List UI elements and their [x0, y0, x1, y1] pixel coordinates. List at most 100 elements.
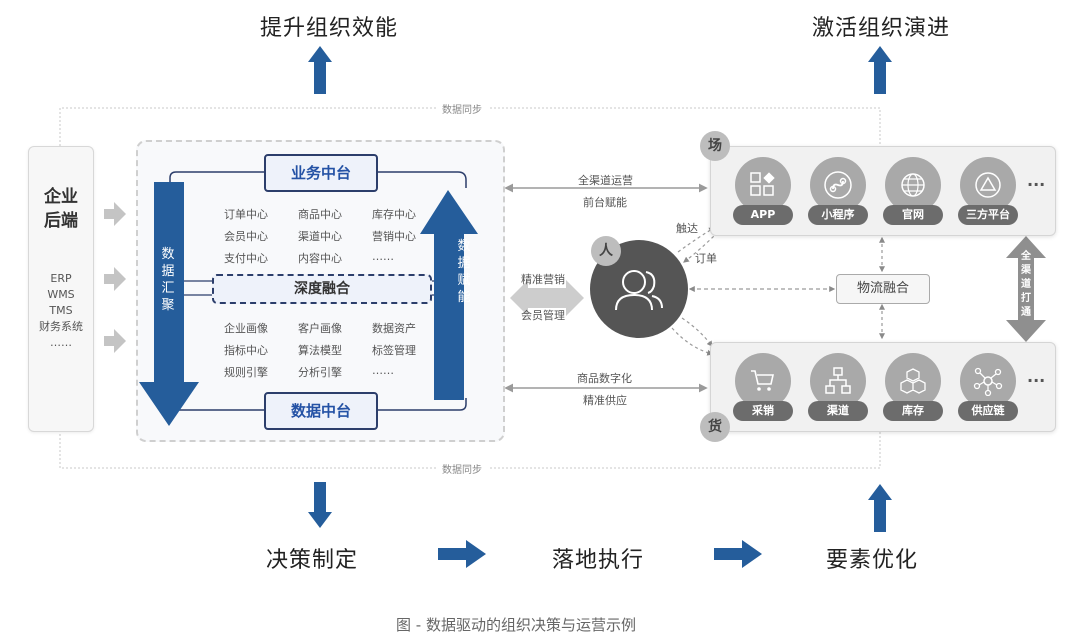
label-front-empower: 前台赋能 [583, 196, 627, 209]
data-item: 分析引擎 [298, 366, 342, 379]
char: 据 [457, 256, 471, 271]
business-hub-title: 业务中台 [264, 154, 378, 192]
label-precise-supply: 精准供应 [583, 394, 627, 407]
label-omni-channel-ops: 全渠道运营 [578, 174, 633, 187]
enterprise-backend-panel: 企业 后端 ERP WMS TMS 财务系统 …… [28, 146, 94, 432]
business-hub-items: 订单中心 商品中心 库存中心 会员中心 渠道中心 营销中心 支付中心 内容中心 … [224, 206, 446, 266]
arrow-down-decision [308, 482, 332, 528]
marketing-double-arrow [510, 280, 584, 316]
backend-title: 企业 后端 [29, 185, 93, 233]
data-aggregation-label: 数 据 汇 聚 [160, 246, 176, 314]
goods-badge: 货 [700, 412, 730, 442]
system-item: TMS [49, 304, 73, 317]
business-item: …… [372, 250, 394, 263]
char: 打 [1021, 293, 1031, 304]
curve-goods-1 [681, 317, 713, 347]
char: 据 [161, 264, 175, 279]
cart-icon [735, 353, 791, 409]
goods-panel: 采销 渠道 库存 供应链 ··· [710, 342, 1056, 432]
business-item: 渠道中心 [298, 230, 342, 243]
goods-label: 库存 [883, 401, 943, 421]
arrow-up-right [868, 46, 892, 94]
network-icon [960, 353, 1016, 409]
backend-arrow-2 [104, 267, 126, 291]
channel-third-party[interactable]: 三方平台 [958, 157, 1018, 229]
sync-label-top: 数据同步 [436, 101, 488, 116]
channel-supply-chain[interactable]: 供应链 [958, 353, 1018, 425]
business-item: 营销中心 [372, 230, 416, 243]
app-grid-icon [735, 157, 791, 213]
channel-inventory[interactable]: 库存 [883, 353, 943, 425]
curve-goods-2 [671, 327, 714, 356]
backend-systems: ERP WMS TMS 财务系统 …… [29, 271, 93, 351]
backend-title-line2: 后端 [44, 211, 78, 231]
omni-channel-arrow [1006, 236, 1046, 342]
channel-label: 官网 [883, 205, 943, 225]
backend-title-line1: 企业 [44, 187, 78, 207]
data-item: 算法模型 [298, 344, 342, 357]
data-item: 标签管理 [372, 344, 416, 357]
business-item: 支付中心 [224, 252, 268, 265]
char: 能 [457, 290, 471, 305]
char: 全 [1021, 251, 1031, 262]
channel-distribution[interactable]: 渠道 [808, 353, 868, 425]
data-item: 客户画像 [298, 322, 342, 335]
goods-label: 采销 [733, 401, 793, 421]
arrow-right-1 [438, 540, 486, 568]
system-item: ERP [50, 272, 72, 285]
triangle-platform-icon [960, 157, 1016, 213]
step-execution: 落地执行 [552, 548, 645, 573]
omni-channel-label: 全 渠 道 打 通 [1019, 250, 1033, 320]
label-order: 订单 [695, 252, 717, 265]
char: 聚 [161, 298, 175, 313]
logistics-fusion-box: 物流融合 [836, 274, 930, 304]
sync-label-bottom: 数据同步 [436, 461, 488, 476]
channel-mini-program[interactable]: 小程序 [808, 157, 868, 229]
goods-label: 渠道 [808, 401, 868, 421]
channel-procurement[interactable]: 采销 [733, 353, 793, 425]
char: 赋 [457, 273, 471, 288]
goods-label: 供应链 [958, 401, 1018, 421]
data-item: 规则引擎 [224, 366, 268, 379]
deep-fusion-box: 深度融合 [212, 274, 432, 304]
channel-label: 小程序 [808, 205, 868, 225]
data-empowerment-label: 数 据 赋 能 [456, 238, 472, 306]
char: 数 [161, 247, 175, 262]
data-item: …… [372, 364, 394, 377]
person-badge: 人 [591, 236, 621, 266]
data-hub-title: 数据中台 [264, 392, 378, 430]
business-item: 会员中心 [224, 230, 268, 243]
globe-icon [885, 157, 941, 213]
char: 汇 [161, 281, 175, 296]
users-icon [615, 270, 663, 311]
data-item: 企业画像 [224, 322, 268, 335]
goods-more[interactable]: ··· [1027, 371, 1046, 390]
data-item: 数据资产 [372, 322, 416, 335]
middle-platform-frame [139, 171, 478, 426]
channel-app[interactable]: APP [733, 157, 793, 229]
arrow-up-left [308, 46, 332, 94]
char: 道 [1021, 279, 1031, 290]
system-item: WMS [47, 288, 75, 301]
char: 数 [457, 239, 471, 254]
step-element-optimization: 要素优化 [826, 548, 919, 573]
arrow-right-2 [714, 540, 762, 568]
channel-website[interactable]: 官网 [883, 157, 943, 229]
scene-more[interactable]: ··· [1027, 175, 1046, 194]
goal-activate-evolution: 激活组织演进 [812, 16, 951, 41]
channel-label: APP [733, 205, 793, 225]
hierarchy-icon [810, 353, 866, 409]
business-item: 订单中心 [224, 208, 268, 221]
figure-caption: 图 - 数据驱动的组织决策与运营示例 [396, 616, 636, 634]
char: 渠 [1021, 265, 1031, 276]
label-product-digitization: 商品数字化 [577, 372, 632, 385]
data-aggregation-arrow [139, 182, 199, 426]
business-item: 商品中心 [298, 208, 342, 221]
label-member-management: 会员管理 [521, 309, 565, 322]
label-precision-marketing: 精准营销 [521, 273, 565, 286]
backend-arrow-1 [104, 202, 126, 226]
label-reach: 触达 [676, 222, 698, 235]
scene-badge: 场 [700, 131, 730, 161]
business-item: 库存中心 [372, 208, 416, 221]
